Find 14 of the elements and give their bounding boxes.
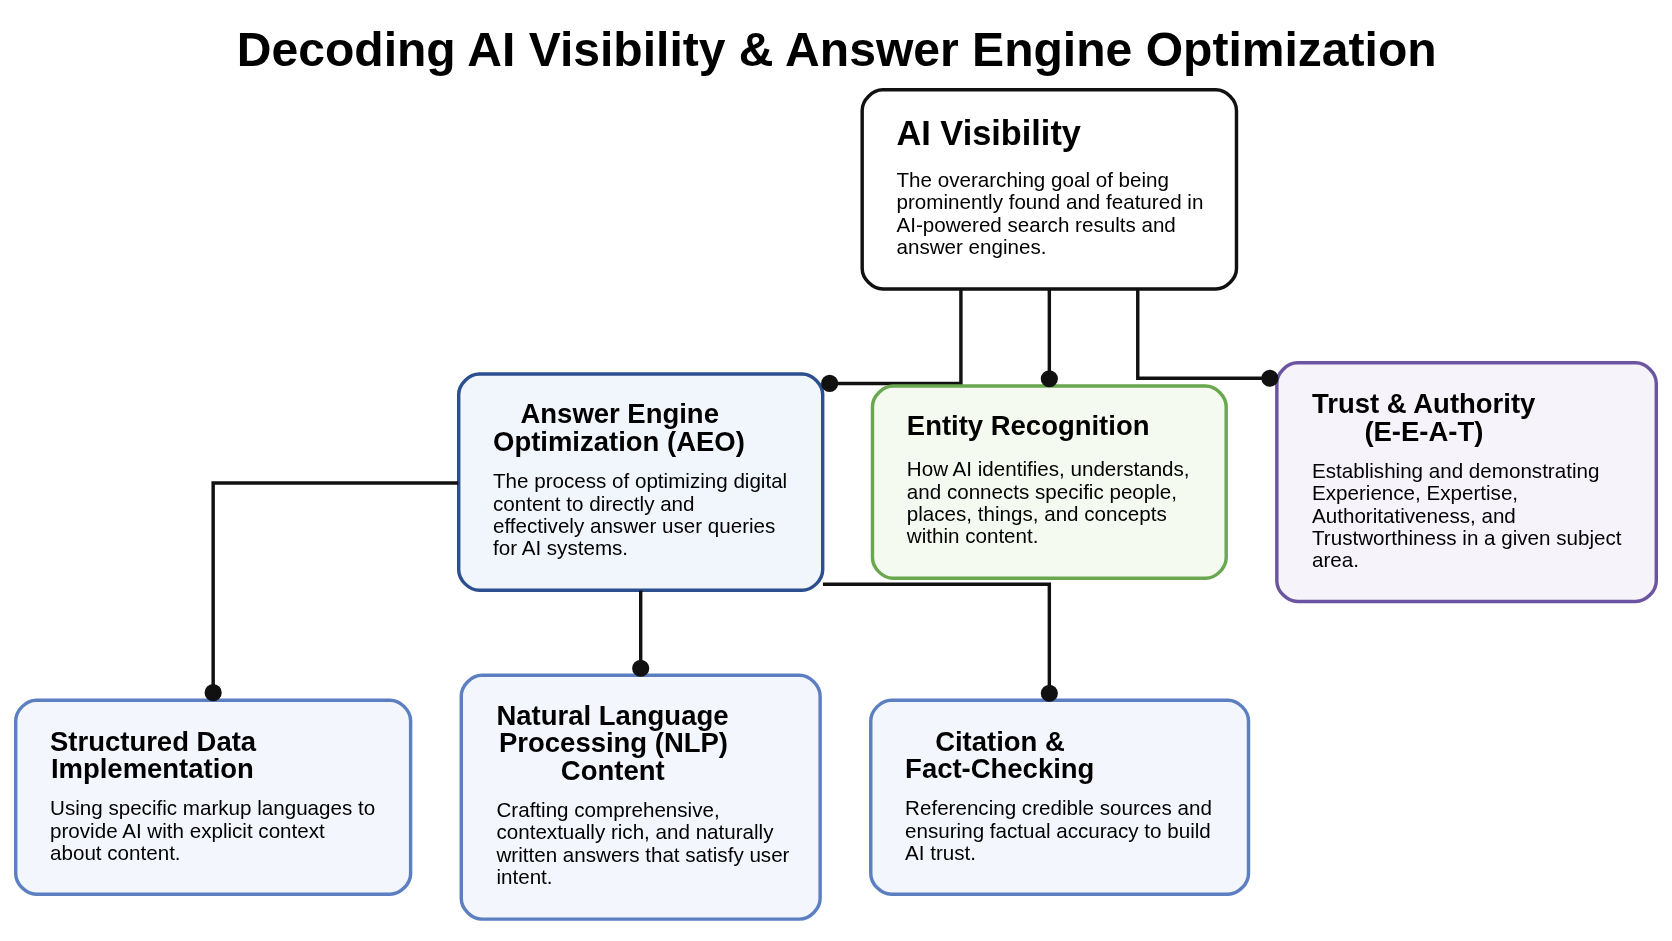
node-box: Answer Engine Optimization (AEO) The process of optimizing digital content to directly and effectively answer user queries for AI systems. <box>456 371 825 592</box>
connector <box>1136 288 1279 387</box>
node-box: Citation & Fact-Checking Referencing credible sources and ensuring factual accuracy to build AI trust. <box>869 698 1251 896</box>
node-box: AI Visibility The overarching goal of being prominently found and featured in AI-powered search results and answer engines. <box>860 87 1239 291</box>
connector <box>204 480 459 701</box>
node-box: Natural Language Processing (NLP) Content Crafting comprehensive, contextually rich, and naturally written answers that satisfy user intent. <box>459 673 822 921</box>
connector <box>821 288 963 392</box>
node-box: Structured Data Implementation Using specific markup languages to provide AI with explicit context about content. <box>14 698 413 896</box>
connector <box>822 582 1058 702</box>
connector <box>632 590 650 677</box>
diagram-title: Decoding AI Visibility & Answer Engine Optimization <box>236 21 1437 76</box>
connector <box>1040 288 1058 387</box>
node-box: Entity Recognition How AI identifies, understands, and connects specific people, places, things, and concepts within content. <box>870 383 1228 580</box>
node-box: Trust & Authority (E-E-A-T) Establishing and demonstrating Experience, Expertise, Authoritativeness, and Trustworthiness in a given subject area. <box>1275 360 1658 603</box>
